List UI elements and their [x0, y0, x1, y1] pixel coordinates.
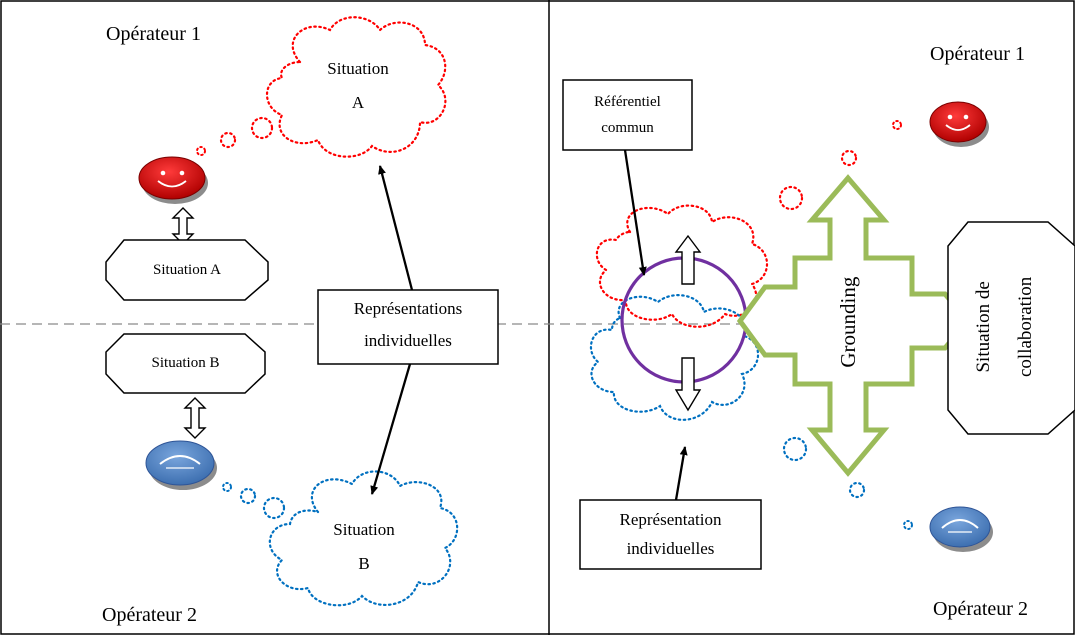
representation-individuelles-box: [579, 499, 762, 570]
arrow-to-common-ground: [623, 149, 647, 276]
thought-bubble: [903, 520, 913, 530]
thought-bubble: [840, 149, 858, 167]
double-arrow-icon: [183, 397, 207, 439]
cloud-b-label-line1: Situation: [333, 520, 395, 539]
right-operator-2-label: Opérateur 2: [933, 598, 1028, 620]
down-arrow-icon: [674, 357, 702, 412]
operator-1-smiley-icon: [138, 156, 208, 204]
collaboration-octagon: [947, 221, 1075, 435]
double-arrow-icon: [171, 207, 195, 245]
thought-bubble: [892, 120, 902, 130]
grounding-arrow: [736, 174, 972, 477]
grounding-label: Grounding: [835, 276, 860, 368]
octagon-a-label: Situation A: [153, 262, 221, 278]
thought-bubble: [222, 482, 232, 492]
cloud-b-label-line2: B: [358, 554, 370, 573]
cloud-common-red: [595, 204, 768, 328]
representations-box: [317, 289, 499, 365]
cloud-common-blue: [589, 294, 760, 421]
arrow-to-blue-cloud: [674, 446, 688, 501]
left-operator-1-label: Opérateur 1: [106, 23, 201, 45]
referentiel-label-line1: Référentiel: [594, 94, 661, 110]
representations-label-line2: individuelles: [364, 331, 452, 350]
thought-bubble: [848, 481, 866, 499]
thought-bubble: [219, 131, 237, 149]
referentiel-label-line2: commun: [601, 120, 654, 136]
operator-1-smiley-icon: [929, 101, 989, 147]
thought-bubble: [196, 146, 206, 156]
operator-2-smiley-icon: [929, 506, 993, 552]
cloud-situation-a: [266, 16, 447, 158]
octagon-situation-b: [105, 333, 266, 394]
up-arrow-icon: [674, 234, 702, 285]
cloud-situation-b: [268, 470, 459, 607]
arrow-to-situation-b: [370, 363, 412, 495]
octagon-situation-a: [105, 239, 269, 301]
thought-bubble: [262, 496, 286, 520]
thought-bubble: [782, 436, 808, 462]
collaboration-label-line2: collaboration: [1015, 276, 1037, 377]
referentiel-commun-box: [562, 79, 693, 151]
representation-label-line1: Représentation: [619, 510, 722, 529]
thought-bubble: [250, 116, 274, 140]
collaboration-label-line1: Situation de: [973, 281, 995, 373]
thought-bubble: [778, 185, 804, 211]
representation-label-line2: individuelles: [626, 539, 715, 558]
operator-2-smiley-icon: [145, 440, 217, 490]
cloud-a-label-line2: A: [351, 93, 365, 112]
arrow-to-situation-a: [378, 165, 414, 291]
right-operator-1-label: Opérateur 1: [930, 43, 1025, 65]
thought-bubble: [239, 487, 257, 505]
octagon-b-label: Situation B: [151, 355, 220, 371]
left-operator-2-label: Opérateur 2: [102, 604, 197, 626]
representations-label-line1: Représentations: [353, 299, 463, 318]
cloud-a-label-line1: Situation: [327, 59, 389, 78]
